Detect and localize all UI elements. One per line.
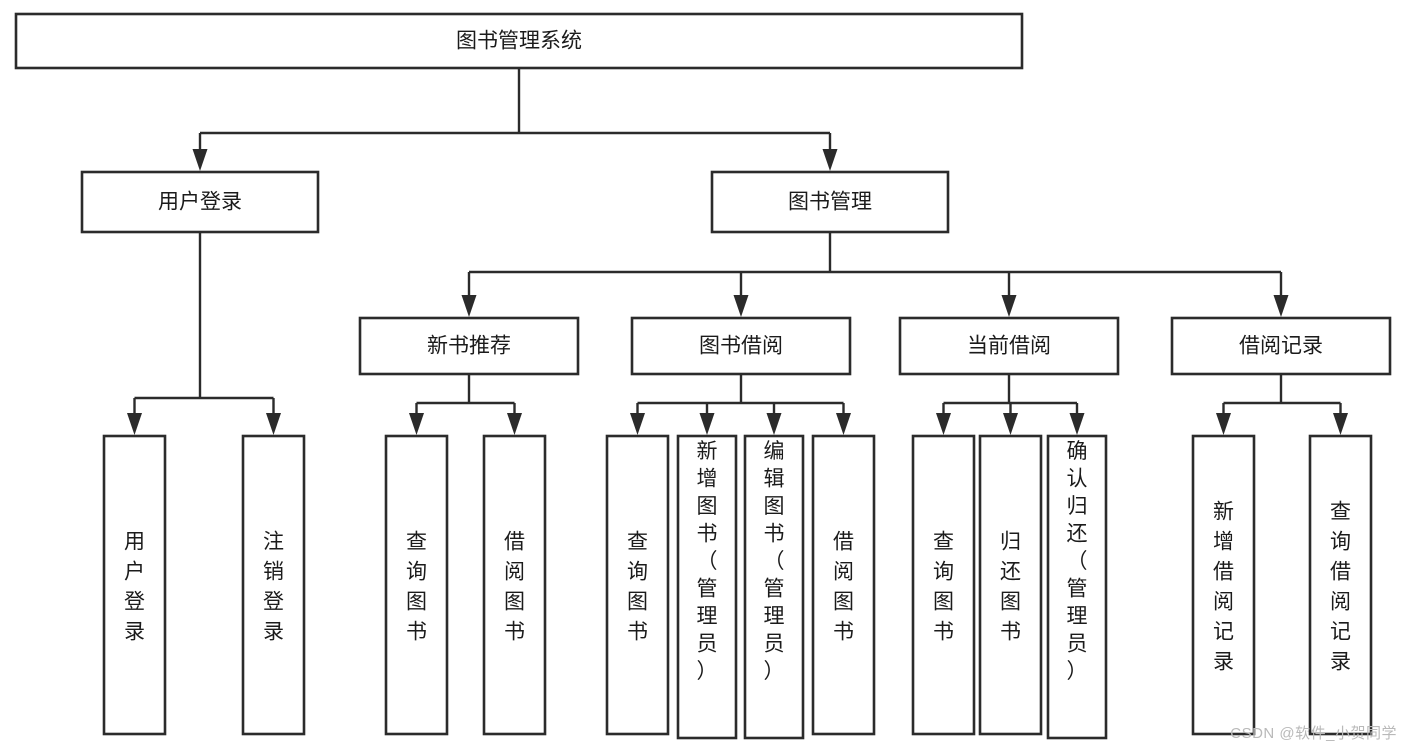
node-label-new-book-rec: 新书推荐	[427, 335, 511, 358]
arrow-head-icon	[1003, 413, 1018, 435]
edge-group-user-login	[127, 232, 281, 435]
node-box-current-borrow[interactable]	[898, 316, 1120, 376]
node-book-manage[interactable]: 图书管理	[710, 170, 950, 234]
node-box-leaf-cur-query[interactable]	[911, 434, 976, 736]
node-label-leaf-cur-return: 归还图书	[1000, 530, 1021, 643]
arrow-head-icon	[192, 149, 208, 171]
node-current-borrow[interactable]: 当前借阅	[898, 316, 1120, 376]
arrow-head-icon	[766, 413, 782, 435]
node-box-book-borrow[interactable]	[630, 316, 852, 376]
edge-group-borrow-record	[1216, 374, 1348, 435]
node-label-leaf-rec-query: 查询图书	[406, 530, 427, 643]
node-leaf-rec-query[interactable]: 查询图书	[384, 434, 449, 736]
node-leaf-rec-borrow[interactable]: 借阅图书	[482, 434, 547, 736]
node-box-leaf-rec-borrow[interactable]	[482, 434, 547, 736]
node-user-login[interactable]: 用户登录	[80, 170, 320, 234]
nodes-layer: 图书管理系统用户登录图书管理新书推荐图书借阅当前借阅借阅记录用户登录注销登录查询…	[14, 12, 1392, 740]
node-label-leaf-rec-borrow: 借阅图书	[504, 530, 525, 643]
arrow-head-icon	[936, 413, 951, 435]
node-box-book-manage[interactable]	[710, 170, 950, 234]
node-label-leaf-rec-query2: 查询借阅记录	[1330, 500, 1351, 673]
node-leaf-cur-return[interactable]: 归还图书	[978, 434, 1043, 736]
node-label-leaf-borrow-lend: 借阅图书	[833, 530, 854, 643]
arrow-head-icon	[461, 295, 477, 317]
edge-group-new-book-rec	[409, 374, 522, 435]
arrow-head-icon	[699, 413, 715, 435]
arrow-head-icon	[1216, 413, 1231, 435]
node-book-borrow[interactable]: 图书借阅	[630, 316, 852, 376]
node-leaf-cur-confirm[interactable]: 确认归还（管理员）	[1046, 434, 1108, 740]
node-label-current-borrow: 当前借阅	[967, 335, 1051, 358]
edge-group-book-borrow	[630, 374, 851, 435]
node-label-leaf-cur-confirm: 确认归还（管理员）	[1067, 440, 1088, 683]
arrow-head-icon	[836, 413, 851, 435]
node-label-book-manage: 图书管理	[788, 191, 872, 214]
node-leaf-rec-query2[interactable]: 查询借阅记录	[1308, 434, 1373, 736]
arrow-head-icon	[1333, 413, 1348, 435]
edge-group-root	[192, 68, 838, 171]
node-label-leaf-borrow-add: 新增图书（管理员）	[697, 440, 718, 683]
node-box-leaf-borrow-lend[interactable]	[811, 434, 876, 736]
edge-group-book-manage	[461, 232, 1289, 317]
node-box-leaf-borrow-edit[interactable]	[743, 434, 805, 740]
node-leaf-user-logout[interactable]: 注销登录	[241, 434, 306, 736]
node-leaf-borrow-add[interactable]: 新增图书（管理员）	[676, 434, 738, 740]
node-label-leaf-user-login: 用户登录	[124, 530, 145, 643]
node-label-borrow-record: 借阅记录	[1239, 335, 1323, 358]
node-box-leaf-cur-confirm[interactable]	[1046, 434, 1108, 740]
node-leaf-cur-query[interactable]: 查询图书	[911, 434, 976, 736]
node-label-root: 图书管理系统	[456, 30, 582, 53]
arrow-head-icon	[409, 413, 424, 435]
edges-layer	[127, 68, 1348, 435]
node-box-borrow-record[interactable]	[1170, 316, 1392, 376]
node-box-leaf-borrow-add[interactable]	[676, 434, 738, 740]
node-label-user-login: 用户登录	[158, 191, 242, 214]
node-leaf-user-login[interactable]: 用户登录	[102, 434, 167, 736]
node-box-root[interactable]	[14, 12, 1024, 70]
node-box-leaf-cur-return[interactable]	[978, 434, 1043, 736]
node-box-leaf-rec-query2[interactable]	[1308, 434, 1373, 736]
node-leaf-borrow-query[interactable]: 查询图书	[605, 434, 670, 736]
node-root[interactable]: 图书管理系统	[14, 12, 1024, 70]
node-label-leaf-user-logout: 注销登录	[263, 530, 284, 643]
node-box-leaf-borrow-query[interactable]	[605, 434, 670, 736]
arrow-head-icon	[507, 413, 522, 435]
node-box-leaf-user-login[interactable]	[102, 434, 167, 736]
node-leaf-rec-add[interactable]: 新增借阅记录	[1191, 434, 1256, 736]
node-borrow-record[interactable]: 借阅记录	[1170, 316, 1392, 376]
node-label-leaf-borrow-query: 查询图书	[627, 530, 648, 643]
arrow-head-icon	[1273, 295, 1289, 317]
node-leaf-borrow-edit[interactable]: 编辑图书（管理员）	[743, 434, 805, 740]
arrow-head-icon	[266, 413, 281, 435]
node-label-book-borrow: 图书借阅	[699, 335, 783, 358]
csdn-watermark: CSDN @软件_小贺同学	[1230, 725, 1397, 742]
arrow-head-icon	[822, 149, 838, 171]
node-box-leaf-rec-add[interactable]	[1191, 434, 1256, 736]
node-leaf-borrow-lend[interactable]: 借阅图书	[811, 434, 876, 736]
arrow-head-icon	[1001, 295, 1017, 317]
node-box-new-book-rec[interactable]	[358, 316, 580, 376]
edge-group-current-borrow	[936, 374, 1085, 435]
arrow-head-icon	[733, 295, 749, 317]
node-box-leaf-rec-query[interactable]	[384, 434, 449, 736]
node-label-leaf-borrow-edit: 编辑图书（管理员）	[764, 440, 785, 683]
node-label-leaf-rec-add: 新增借阅记录	[1213, 500, 1234, 673]
arrow-head-icon	[1069, 413, 1085, 435]
node-new-book-rec[interactable]: 新书推荐	[358, 316, 580, 376]
arrow-head-icon	[630, 413, 645, 435]
node-label-leaf-cur-query: 查询图书	[933, 530, 954, 643]
node-box-user-login[interactable]	[80, 170, 320, 234]
arrow-head-icon	[127, 413, 142, 435]
node-box-leaf-user-logout[interactable]	[241, 434, 306, 736]
